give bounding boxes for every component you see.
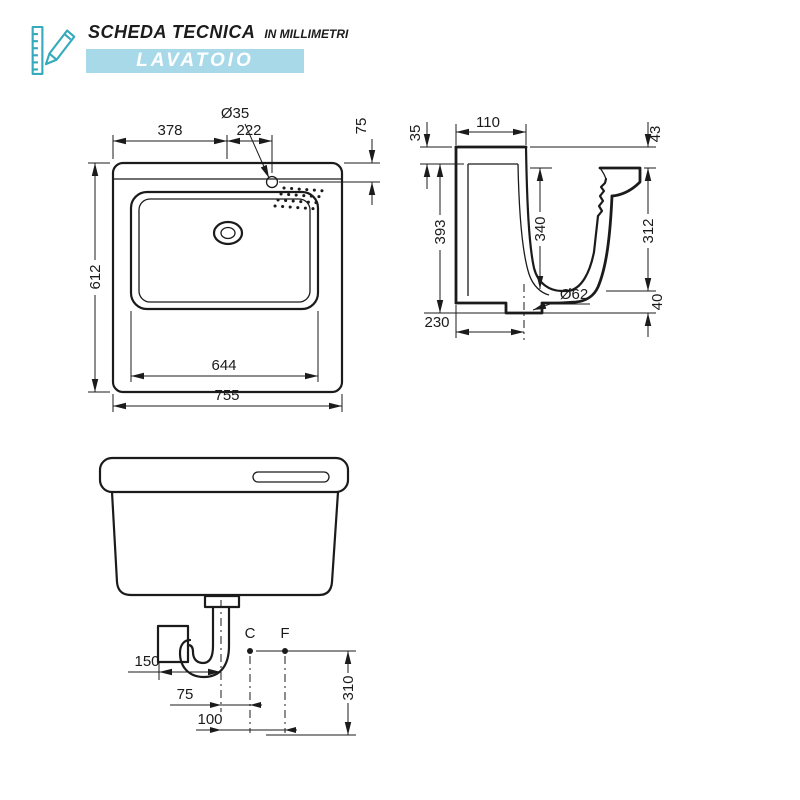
- front-view: Ø35 378 222 75 612 644 755: [87, 105, 380, 412]
- overflow-slot: [252, 471, 330, 483]
- dim-basin-depth: 340: [532, 216, 549, 241]
- dim-back-height: 393: [432, 219, 449, 244]
- dim-rim-drop: 43: [647, 126, 664, 143]
- sheet-title: SCHEDA TECNICA: [88, 22, 256, 42]
- product-banner: LAVATOIO: [86, 49, 304, 73]
- point-c: [247, 648, 253, 654]
- header-titles: SCHEDA TECNICA IN MILLIMETRI LAVATOIO: [86, 22, 348, 73]
- dim-trap-to-f: 100: [197, 711, 222, 728]
- dim-total-width: 755: [214, 387, 239, 404]
- sheet-subtitle: IN MILLIMETRI: [264, 27, 349, 41]
- tailpiece-nut: [203, 594, 241, 609]
- dim-ledge-thickness: 35: [407, 125, 424, 142]
- dim-top-to-hole: 75: [353, 118, 370, 135]
- dim-front-height: 312: [640, 218, 657, 243]
- washboard-serration: [596, 177, 608, 218]
- dim-inner-width: 644: [211, 357, 236, 374]
- pencil-ruler-icon: [30, 22, 76, 83]
- wall-connection: [156, 624, 190, 664]
- label-c: C: [245, 625, 256, 642]
- dim-hole-diameter: Ø35: [221, 105, 249, 122]
- drain-boss: [454, 301, 562, 315]
- drain-dots-pattern: [273, 186, 328, 211]
- dim-drain-offset: 230: [424, 314, 449, 331]
- drain-hole: [212, 220, 244, 246]
- section-view: 110 35 393 340 43 312 40 Ø62: [407, 114, 666, 340]
- label-f: F: [280, 625, 289, 642]
- product-name: LAVATOIO: [136, 50, 254, 71]
- dim-center-to-hole: 222: [236, 122, 261, 139]
- dim-left-to-center: 378: [157, 122, 182, 139]
- dim-drain-diameter: Ø62: [560, 286, 588, 303]
- dim-drain-boss-height: 40: [649, 294, 666, 311]
- tap-hole: [265, 175, 279, 189]
- dim-ledge-width: 110: [476, 114, 500, 131]
- dim-wall-to-trap: 150: [134, 653, 159, 670]
- header: SCHEDA TECNICA IN MILLIMETRI LAVATOIO: [30, 22, 348, 83]
- dim-height: 612: [87, 264, 104, 289]
- installation-view: C F 150 75 100 310: [98, 456, 357, 736]
- dim-height-from-floor: 310: [340, 675, 357, 700]
- dim-trap-to-c: 75: [177, 686, 194, 703]
